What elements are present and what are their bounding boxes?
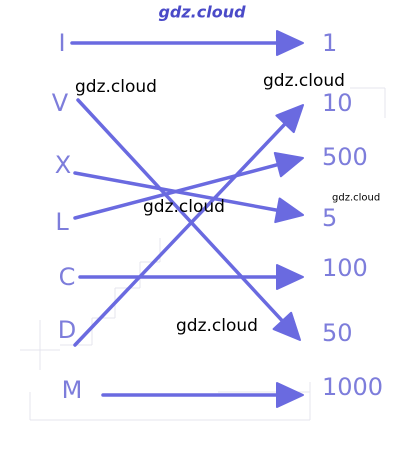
roman-numeral-L: L xyxy=(55,208,69,236)
labels-group: I V X LCD M 1 10 500 5 100 50 1000 xyxy=(52,29,383,404)
arrow-shaft xyxy=(76,98,287,326)
roman-numeral-X: X xyxy=(55,151,71,179)
arrow-head xyxy=(272,311,301,341)
arabic-number-1000: 1000 xyxy=(322,373,383,401)
arrow-head xyxy=(276,264,304,290)
arrow-head xyxy=(275,104,304,134)
arabic-number-500: 500 xyxy=(322,143,368,171)
watermark-label: gdz.cloud xyxy=(176,316,258,336)
arabic-number-10: 10 xyxy=(322,89,353,117)
arabic-number-5: 5 xyxy=(322,204,337,232)
arrow-M-to-1000 xyxy=(101,382,304,408)
arrow-head xyxy=(273,152,304,178)
roman-numeral-V: V xyxy=(52,89,69,117)
arrow-shaft xyxy=(73,161,284,220)
arrow-D-to-500 xyxy=(73,104,304,347)
watermark-label: gdz.cloud xyxy=(143,197,225,217)
roman-numeral-C: C xyxy=(59,263,76,291)
watermark-label: gdz.cloud xyxy=(75,77,157,97)
arrow-shaft xyxy=(73,119,290,347)
arabic-number-100: 100 xyxy=(322,254,368,282)
watermark-top: gdz.cloud xyxy=(158,3,246,22)
roman-numeral-I: I xyxy=(58,29,65,57)
arrow-head xyxy=(276,382,304,408)
arrow-head xyxy=(274,197,304,224)
arrow-I-to-1 xyxy=(70,30,304,56)
arrows-group xyxy=(70,30,304,408)
arrow-V-to-5 xyxy=(76,98,301,341)
arrow-C-to-100 xyxy=(78,264,304,290)
roman-numeral-M: M xyxy=(62,376,83,404)
watermarks-group: gdz.cloud gdz.cloud gdz.cloud gdz.cloud gdz.… xyxy=(75,3,380,337)
arrow-L-to-50 xyxy=(73,152,304,220)
arabic-number-1: 1 xyxy=(322,29,337,57)
watermark-label: gdz.cloud xyxy=(263,71,345,91)
watermark-label: gdz.cloud xyxy=(332,193,380,204)
roman-numeral-D: D xyxy=(58,316,76,344)
arrow-head xyxy=(276,30,304,56)
arrow-X-to-10 xyxy=(73,171,304,224)
arabic-number-50: 50 xyxy=(322,319,353,347)
